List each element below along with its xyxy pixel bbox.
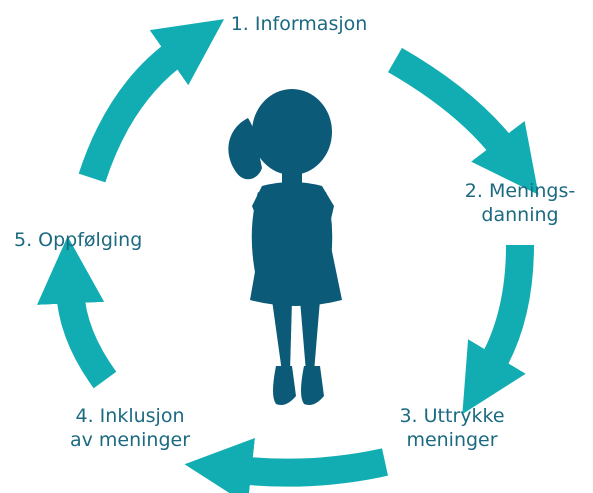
step-5-line-1: 5. Oppfølging — [14, 229, 143, 251]
step-3-line-2: meninger — [406, 429, 498, 451]
step-2-label: 2. Menings- danning — [455, 179, 585, 227]
arrow-3-to-4 — [184, 438, 388, 493]
step-2-line-1: 2. Menings- — [464, 180, 576, 202]
arrow-4-to-5 — [37, 236, 117, 389]
step-4-line-2: av meninger — [69, 429, 191, 451]
arrow-2-to-3 — [462, 244, 534, 415]
step-1-line-1: 1. Informasjon — [230, 13, 368, 35]
step-1-label: 1. Informasjon — [214, 12, 384, 36]
arrow-1-to-2 — [388, 47, 539, 195]
arrow-5-to-1 — [78, 19, 225, 183]
step-2-line-2: danning — [481, 204, 559, 226]
step-3-line-1: 3. Uttrykke — [399, 405, 505, 427]
step-5-label: 5. Oppfølging — [14, 228, 142, 252]
step-4-label: 4. Inklusjon av meninger — [55, 404, 205, 452]
step-3-label: 3. Uttrykke meninger — [382, 404, 522, 452]
step-4-line-1: 4. Inklusjon — [75, 405, 185, 427]
girl-silhouette-icon — [228, 89, 342, 405]
